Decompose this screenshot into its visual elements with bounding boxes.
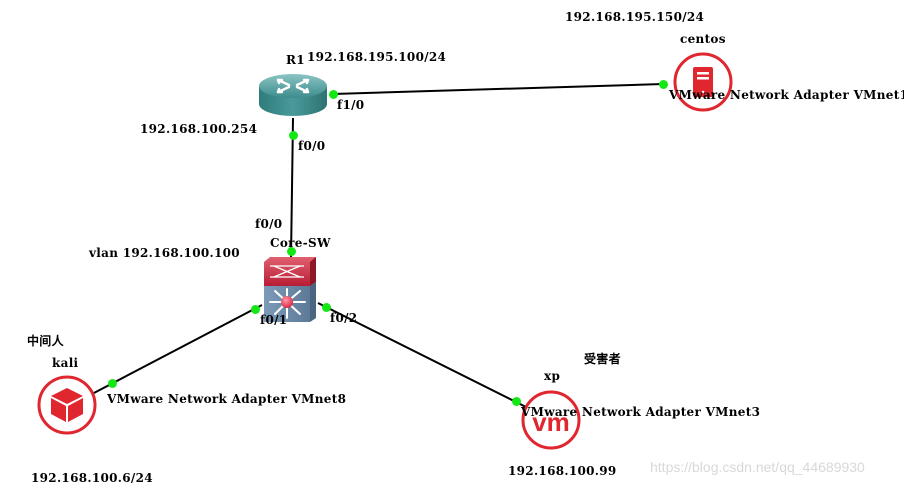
router-icon[interactable] — [259, 74, 327, 116]
centos-ip-label: 192.168.195.150/24 — [565, 10, 705, 24]
vm-icon[interactable]: vm — [521, 390, 581, 450]
router-f0-ip-label: 192.168.100.254 — [140, 122, 258, 136]
kali-role-label: 中间人 — [27, 334, 64, 348]
port-dot-sw-f0-2[interactable] — [321, 302, 331, 312]
kali-name-label: kali — [52, 356, 79, 370]
centos-name-label: centos — [680, 32, 726, 46]
port-label-sw-f0-1: f0/1 — [260, 313, 288, 327]
kali-ip-label: 192.168.100.6/24 — [31, 471, 153, 485]
port-dot-r1-f0[interactable] — [288, 130, 298, 140]
xp-name-label: xp — [544, 369, 561, 383]
router-name-label: R1 — [286, 53, 305, 67]
server-icon[interactable] — [673, 52, 733, 112]
link-r1-switch[interactable] — [290, 117, 294, 259]
cube-icon[interactable] — [37, 375, 97, 435]
port-dot-sw-f0-0[interactable] — [286, 246, 296, 256]
svg-text:vm: vm — [532, 407, 570, 437]
watermark: https://blog.csdn.net/qq_44689930 — [650, 459, 865, 475]
xp-ip-label: 192.168.100.99 — [508, 464, 617, 478]
port-label-r1-f1: f1/0 — [337, 98, 365, 112]
router-f1-ip-label: 192.168.195.100/24 — [307, 50, 447, 64]
switch-vlan-ip-label: vlan 192.168.100.100 — [89, 246, 240, 260]
port-dot-sw-f0-1[interactable] — [250, 304, 260, 314]
xp-role-label: 受害者 — [584, 352, 621, 366]
switch-name-label: Core-SW — [270, 236, 331, 250]
port-dot-centos[interactable] — [658, 79, 668, 89]
multilayer-switch-icon[interactable] — [264, 257, 316, 322]
port-dot-kali[interactable] — [107, 378, 117, 388]
port-label-r1-f0: f0/0 — [298, 139, 326, 153]
xp-adapter-label: VMware Network Adapter VMnet3 — [521, 405, 761, 419]
kali-adapter-label: VMware Network Adapter VMnet8 — [107, 392, 347, 406]
port-label-sw-f0-0: f0/0 — [255, 217, 283, 231]
link-switch-xp[interactable] — [317, 302, 529, 409]
link-r1-centos[interactable] — [332, 83, 664, 95]
link-switch-kali[interactable] — [91, 304, 263, 395]
port-dot-r1-f1[interactable] — [328, 89, 338, 99]
port-dot-xp[interactable] — [511, 396, 521, 406]
centos-adapter-label: VMware Network Adapter VMnet1 — [669, 88, 904, 102]
port-label-sw-f0-2: f0/2 — [330, 311, 358, 325]
